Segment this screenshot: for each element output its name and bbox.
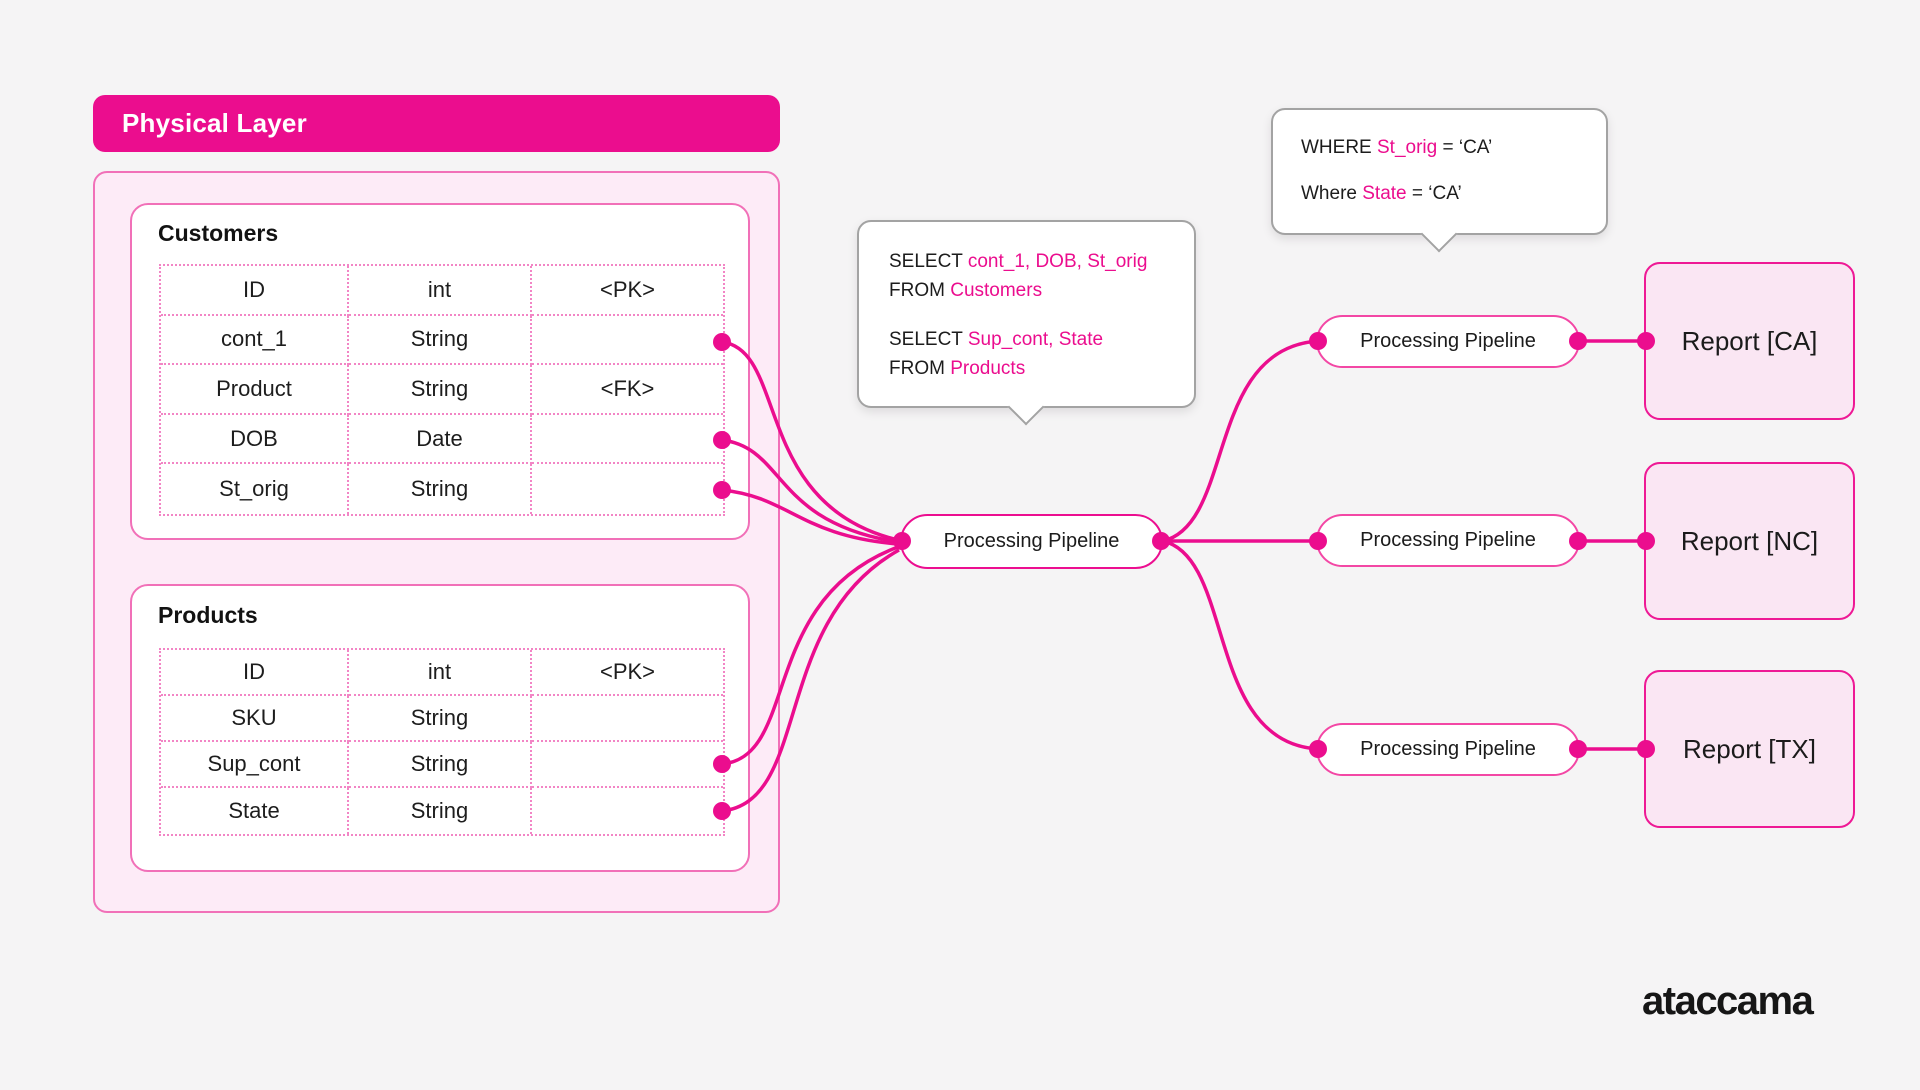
report-label: Report [CA] <box>1681 325 1818 356</box>
table-cell: int <box>349 266 532 316</box>
sql-keyword: FROM <box>889 280 951 301</box>
report-tx-box: Report [TX] <box>1644 670 1855 828</box>
sql-table-ref: Customers <box>950 280 1043 301</box>
table-cell: cont_1 <box>161 315 349 366</box>
table-cell: <FK> <box>532 365 723 415</box>
report-nc-box: Report [NC] <box>1644 462 1855 620</box>
physical-layer-title: Physical Layer <box>122 108 307 138</box>
table-cell: Sup_cont <box>161 742 349 788</box>
report-ca-box: Report [CA] <box>1644 262 1855 420</box>
customers-table-title: Customers <box>158 220 279 246</box>
products-table-box <box>130 584 750 872</box>
processing-pipeline-center: Processing Pipeline <box>900 514 1163 569</box>
report-label: Report [NC] <box>1680 525 1819 556</box>
products-table-title: Products <box>158 602 258 628</box>
table-cell <box>532 696 723 742</box>
physical-layer-banner: Physical Layer <box>93 95 780 152</box>
sql-keyword: Where <box>1301 183 1363 204</box>
sql-table-ref: Products <box>950 358 1026 379</box>
pipeline-label: Processing Pipeline <box>1360 529 1536 551</box>
pipeline-label: Processing Pipeline <box>1360 330 1536 352</box>
sql-keyword: WHERE <box>1301 137 1377 158</box>
table-cell <box>532 788 723 834</box>
where-tooltip: WHERE St_orig = ‘CA’ Where State = ‘CA’ <box>1271 108 1608 235</box>
table-cell: <PK> <box>532 650 723 696</box>
table-cell: ID <box>161 650 349 696</box>
table-cell <box>532 415 723 465</box>
sql-fields: St_orig <box>1377 137 1438 158</box>
pipeline-label: Processing Pipeline <box>943 530 1120 552</box>
table-cell: String <box>349 742 532 788</box>
processing-pipeline-nc: Processing Pipeline <box>1316 514 1580 567</box>
table-cell: St_orig <box>161 464 349 514</box>
sql-keyword: FROM <box>889 358 951 379</box>
sql-fields: Sup_cont, State <box>967 329 1104 350</box>
table-cell: String <box>349 365 532 415</box>
table-cell: SKU <box>161 696 349 742</box>
customers-table: ID int <PK> cont_1 String Product String… <box>159 264 725 516</box>
pipeline-label: Processing Pipeline <box>1360 738 1536 760</box>
table-cell: String <box>349 788 532 834</box>
where-line-1: WHERE St_orig = ‘CA’ <box>1301 133 1606 162</box>
ataccama-logo: ataccama <box>1642 979 1814 1023</box>
processing-pipeline-tx: Processing Pipeline <box>1316 723 1580 776</box>
sql-fields: cont_1, DOB, St_orig <box>967 251 1148 272</box>
customers-table-box <box>130 203 750 540</box>
sql-condition: = ‘CA’ <box>1406 183 1462 204</box>
report-label: Report [TX] <box>1683 733 1816 764</box>
sql-statement-2: SELECT Sup_cont, State FROM Products <box>889 325 1194 383</box>
table-cell <box>532 316 723 366</box>
table-cell: Date <box>349 414 532 465</box>
table-cell: String <box>349 464 532 514</box>
table-cell <box>532 742 723 788</box>
sql-keyword: SELECT <box>889 251 968 272</box>
table-cell: DOB <box>161 414 349 465</box>
sql-tooltip: SELECT cont_1, DOB, St_orig FROM Custome… <box>857 220 1196 408</box>
sql-fields: State <box>1362 183 1407 204</box>
where-line-2: Where State = ‘CA’ <box>1301 179 1606 208</box>
products-table: ID int <PK> SKU String Sup_cont String S… <box>159 648 725 836</box>
table-cell: int <box>349 650 532 696</box>
table-cell: Product <box>161 365 349 415</box>
table-cell <box>532 464 723 514</box>
table-cell: String <box>349 315 532 366</box>
table-cell: <PK> <box>532 266 723 316</box>
table-cell: State <box>161 788 349 834</box>
sql-statement-1: SELECT cont_1, DOB, St_orig FROM Custome… <box>889 247 1194 305</box>
sql-condition: = ‘CA’ <box>1437 137 1493 158</box>
wire-center-to-pipeline-tx <box>1162 539 1319 751</box>
sql-keyword: SELECT <box>889 329 968 350</box>
table-cell: ID <box>161 266 349 316</box>
processing-pipeline-ca: Processing Pipeline <box>1316 315 1580 368</box>
table-cell: String <box>349 696 532 742</box>
